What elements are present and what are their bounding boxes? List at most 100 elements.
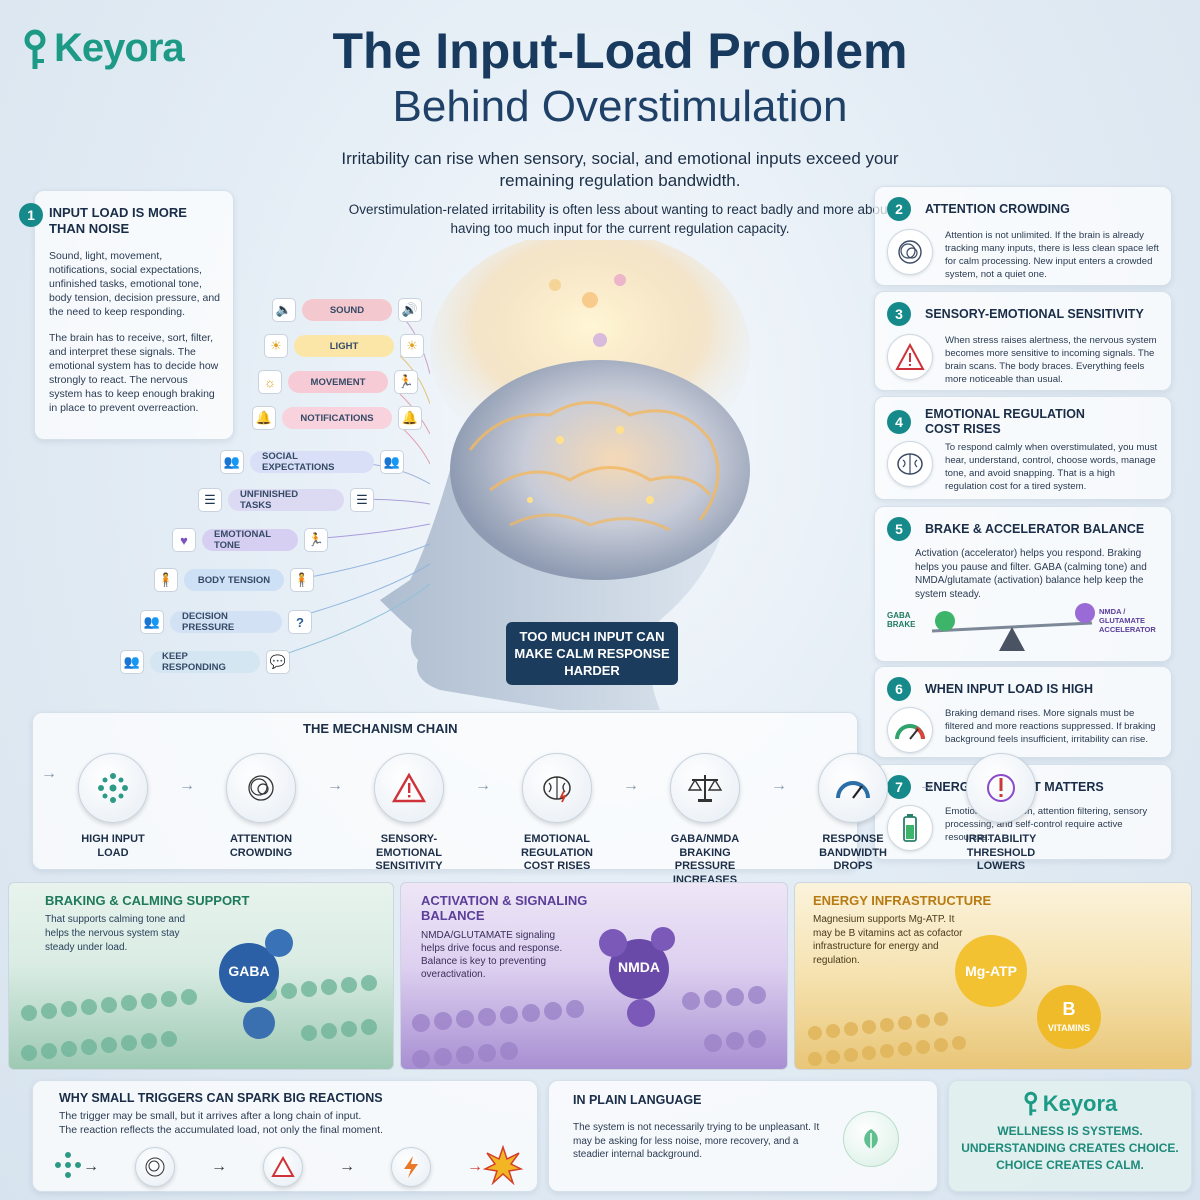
running-icon: 🏃	[304, 528, 328, 552]
list-icon: ☰	[198, 488, 222, 512]
chain-step: ATTENTION CROWDING	[213, 753, 309, 860]
b-vitamin-molecule-label: VITAMINS	[1047, 1023, 1091, 1033]
input-label: BODY TENSION	[184, 569, 284, 591]
panel-text: Magnesium supports Mg-ATP. It may be B v…	[813, 914, 963, 966]
question-icon: ?	[288, 610, 312, 634]
nmda-molecule-label: NMDA	[618, 959, 660, 975]
chain-step-label: HIGH INPUT LOAD	[81, 833, 145, 859]
panel-text: That supports calming tone and helps the…	[45, 914, 186, 953]
brand-line3: CHOICE CREATES CALM.	[996, 1158, 1144, 1172]
warning-icon	[374, 753, 444, 823]
brand-logo: Keyora	[22, 26, 185, 71]
input-row: 👥 KEEP RESPONDING 💬	[120, 650, 290, 674]
speaker-icon: 🔈	[272, 298, 296, 322]
input-label: NOTIFICATIONS	[282, 407, 392, 429]
mg-atp-molecule-label: Mg-ATP	[965, 963, 1017, 979]
key-logo-icon	[1024, 1091, 1037, 1116]
speaker-icon: 🔊	[398, 298, 422, 322]
card-text: Braking demand rises. More signals must …	[945, 708, 1156, 745]
tangle-icon	[887, 229, 933, 275]
warning-icon	[263, 1147, 303, 1187]
card-title: Brake & accelerator balance	[925, 522, 1145, 536]
input-label: MOVEMENT	[288, 371, 388, 393]
chain-step-label: GABA/NMDA BRAKING PRESSURE INCREASES	[670, 833, 740, 886]
input-label: UNFINISHED TASKS	[228, 489, 344, 511]
chain-step: SENSORY-EMOTIONAL SENSITIVITY	[361, 753, 457, 874]
card-brake-accelerator: 5 Brake & accelerator balance Activation…	[874, 506, 1172, 662]
intro-text: Overstimulation-related irritability is …	[348, 202, 892, 236]
panel-title: BRAKING & CALMING SUPPORT	[45, 893, 250, 908]
input-row: 🧍 BODY TENSION 🧍	[154, 568, 314, 592]
gaba-molecule-label: GABA	[228, 963, 270, 979]
arrow-icon: →	[327, 777, 343, 794]
people-icon: 👥	[220, 450, 244, 474]
input-row: ☀ LIGHT ☀	[264, 334, 424, 358]
chain-step-label: SENSORY-EMOTIONAL SENSITIVITY	[375, 833, 443, 872]
arrow-icon: →	[339, 1158, 355, 1175]
brand-card: Keyora WELLNESS IS SYSTEMS. UNDERSTANDIN…	[948, 1080, 1192, 1192]
running-icon: 🏃	[394, 370, 418, 394]
brain-icon	[522, 753, 592, 823]
body-icon: 🧍	[154, 568, 178, 592]
input-row: 🔔 NOTIFICATIONS 🔔	[252, 406, 422, 430]
people-icon: 👥	[380, 450, 404, 474]
input-label: EMOTIONAL TONE	[202, 529, 298, 551]
arrow-icon: →	[771, 777, 787, 794]
page-title-line-2: Behind Overstimulation	[392, 82, 848, 131]
panel-activation-balance: ACTIVATION & SIGNALING BALANCE NMDA/GLUT…	[400, 882, 788, 1070]
arrow-icon: →	[919, 777, 935, 794]
arrow-icon: →	[211, 1158, 227, 1175]
input-label: DECISION PRESSURE	[170, 611, 282, 633]
panel-braking-support: BRAKING & CALMING SUPPORT That supports …	[8, 882, 394, 1070]
chain-step-label: IRRITABILITY THRESHOLD LOWERS	[965, 833, 1037, 872]
leaf-icon	[843, 1111, 899, 1167]
input-label: SOCIAL EXPECTATIONS	[250, 451, 374, 473]
step-number: 1	[19, 203, 43, 227]
triggers-line2: The reaction reflects the accumulated lo…	[59, 1124, 383, 1136]
arrow-icon: →	[475, 777, 491, 794]
page-title: The Input-Load Problem	[332, 23, 908, 79]
arrow-icon: →	[41, 765, 57, 782]
panel-title: ACTIVATION & SIGNALING BALANCE	[421, 893, 588, 923]
gaba-brake-label: GABA BRAKE	[887, 611, 916, 629]
brain-caption: TOO MUCH INPUT CAN MAKE CALM RESPONSE HA…	[506, 622, 678, 685]
input-row: 👥 DECISION PRESSURE ?	[140, 610, 312, 634]
chat-icon: 💬	[266, 650, 290, 674]
brand-line1: WELLNESS IS SYSTEMS.	[997, 1124, 1143, 1138]
chain-step: IRRITABILITY THRESHOLD LOWERS	[953, 753, 1049, 874]
dots-icon	[53, 1150, 83, 1185]
arrow-icon: →	[83, 1158, 99, 1175]
gauge-icon	[887, 707, 933, 753]
step-number: 2	[887, 197, 911, 221]
sun-icon: ☀	[264, 334, 288, 358]
battery-icon	[887, 805, 933, 851]
card-text: Activation (accelerator) helps you respo…	[915, 548, 1147, 600]
chain-step-label: RESPONSE BANDWIDTH DROPS	[819, 833, 887, 872]
card-text: Attention is not unlimited. If the brain…	[945, 230, 1159, 280]
people-icon: 👥	[140, 610, 164, 634]
arrow-icon: →	[623, 777, 639, 794]
seesaw-icon: GABA BRAKE NMDA / GLUTAMATE ACCELERATOR	[887, 603, 1159, 659]
chain-step: GABA/NMDA BRAKING PRESSURE INCREASES	[657, 753, 753, 887]
input-label: KEEP RESPONDING	[150, 651, 260, 673]
card-attention-crowding: 2 Attention crowding Attention is not un…	[874, 186, 1172, 286]
subtitle: Irritability can rise when sensory, soci…	[341, 149, 899, 190]
scale-icon	[670, 753, 740, 823]
plain-text: The system is not necessarily trying to …	[573, 1122, 820, 1160]
bell-icon: 🔔	[398, 406, 422, 430]
input-label: SOUND	[302, 299, 392, 321]
card-title: Sensory-emotional sensitivity	[925, 307, 1144, 321]
chain-step-label: ATTENTION CROWDING	[229, 833, 293, 859]
card-text: When stress raises alertness, the nervou…	[945, 335, 1157, 385]
card-regulation-cost: 4 Emotional regulation cost rises To res…	[874, 396, 1172, 500]
input-row: ☰ UNFINISHED TASKS ☰	[198, 488, 374, 512]
section-1-card: 1 Input load is more than noise Sound, l…	[19, 190, 234, 440]
triggers-title: WHY SMALL TRIGGERS CAN SPARK BIG REACTIO…	[59, 1091, 383, 1105]
plain-language-card: IN PLAIN LANGUAGE The system is not nece…	[548, 1080, 938, 1192]
b-vitamin-molecule-letter: B	[1062, 999, 1076, 1019]
people-icon: 👥	[120, 650, 144, 674]
panel-energy-infrastructure: ENERGY INFRASTRUCTURE Magnesium supports…	[794, 882, 1192, 1070]
brand-card-logo: Keyora	[961, 1091, 1179, 1117]
input-label: LIGHT	[294, 335, 394, 357]
chain-title: THE MECHANISM CHAIN	[303, 721, 458, 736]
